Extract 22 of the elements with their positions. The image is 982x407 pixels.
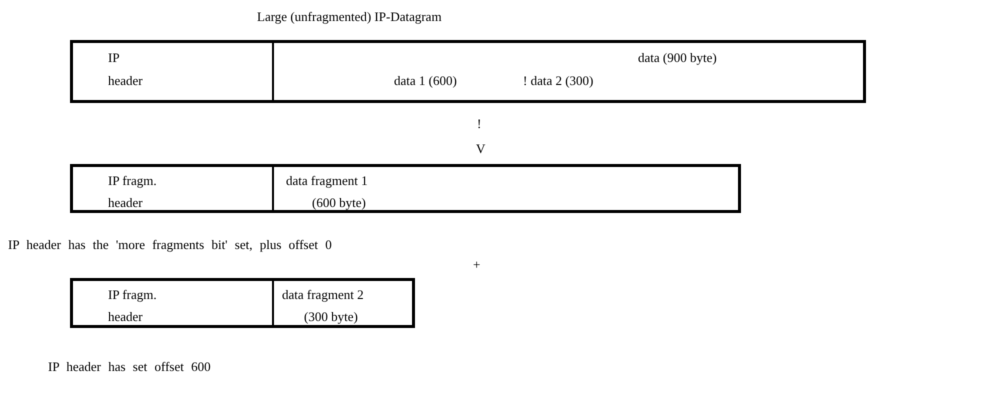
field-text: data (900 byte): [638, 50, 717, 65]
ascii-arrow-text: !: [477, 116, 482, 131]
field-text: data fragment 2: [282, 287, 364, 302]
field-text: IP: [108, 50, 120, 65]
plus-sign: +: [473, 257, 480, 272]
ascii-arrow-text: V: [476, 141, 486, 156]
note: IP header has the 'more fragments bit' set, plus offset 0: [8, 237, 332, 252]
field-text: (300 byte): [304, 309, 358, 324]
field-text: data fragment 1: [286, 173, 368, 188]
field-text: (600 byte): [312, 195, 366, 210]
field-text: data 1 (600): [394, 73, 457, 88]
field-text: header: [108, 195, 143, 210]
field-text: IP fragm.: [108, 173, 157, 188]
title: Large (unfragmented) IP-Datagram: [257, 9, 442, 24]
packet-box: [70, 164, 741, 213]
field-text: header: [108, 73, 143, 88]
field-text: IP fragm.: [108, 287, 157, 302]
field-text: ! data 2 (300): [523, 73, 594, 88]
field-text: header: [108, 309, 143, 324]
packet-box: [70, 40, 866, 103]
note: IP header has set offset 600: [48, 359, 211, 374]
packet-box: [70, 278, 415, 328]
